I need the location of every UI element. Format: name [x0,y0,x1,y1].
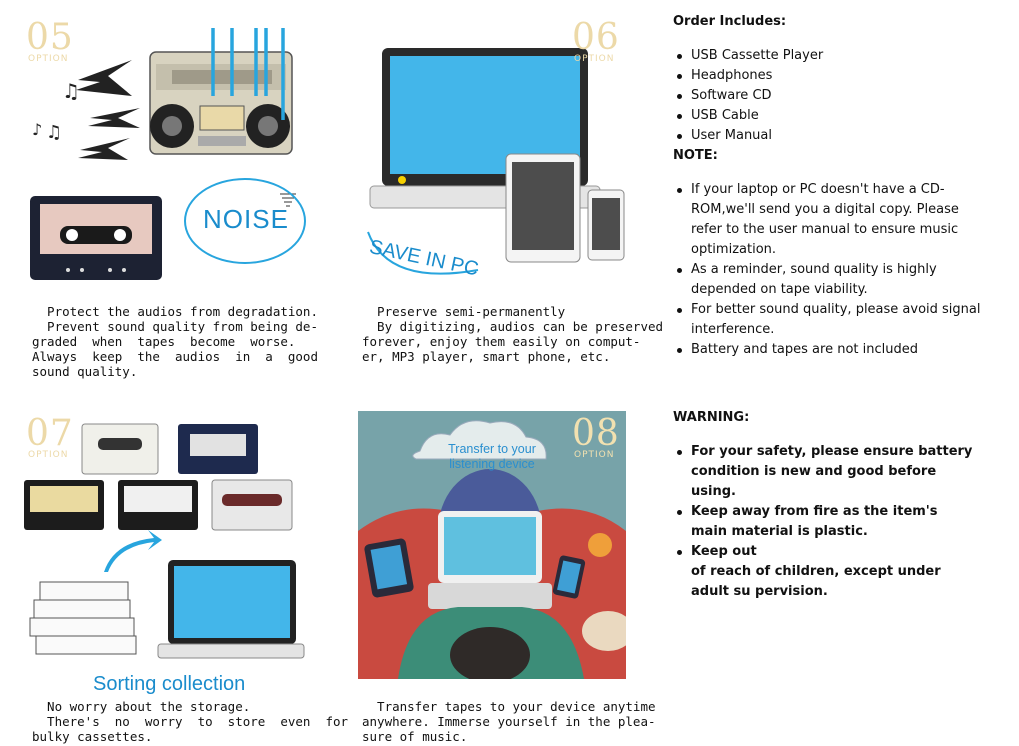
option-label: OPTION [28,450,69,460]
sound-wave-icon [76,60,140,160]
list-item: For better sound quality, please avoid s… [677,300,983,340]
list-item: Battery and tapes are not included [677,340,983,360]
list-item: Keep out of reach of children, except un… [677,542,973,602]
order-includes-list: USB Cassette Player Headphones Software … [673,46,993,146]
option-05-panel: 05 OPTION ♫ ♪ ♫ [0,0,330,390]
option-label: OPTION [28,54,69,64]
note-heading: NOTE: [673,148,718,163]
list-item: USB Cassette Player [677,46,993,66]
option-07-panel: 07 OPTION Sorting collection No worry ab… [0,400,348,746]
transfer-cloud-text: Transfer to your listening device [448,442,536,471]
option-08-panel: 08 OPTION Transfer to your listening dev… [340,400,660,746]
list-item: If your laptop or PC doesn't have a CD-R… [677,180,983,260]
option-number: 07 [26,413,74,454]
warning-heading: WARNING: [673,410,750,425]
noise-badge-text: NOISE [203,204,289,234]
warning-list: For your safety, please ensure battery c… [673,442,973,602]
list-item: User Manual [677,126,993,146]
transfer-device-illustration [358,411,626,679]
boombox-illustration: ♫ ♪ ♫ [30,28,296,280]
sorting-collection-title: Sorting collection [93,673,246,695]
option-08-caption: Transfer tapes to your device anytime an… [362,699,656,744]
list-item: As a reminder, sound quality is highly d… [677,260,983,300]
option-07-caption: No worry about the storage. There's no w… [32,699,349,744]
list-item: Headphones [677,66,993,86]
cassette-collection-illustration [24,423,305,659]
option-label: OPTION [574,54,615,64]
option-label: OPTION [574,450,615,460]
music-note-icon: ♫ ♪ ♫ [32,79,80,143]
list-item: Keep away from fire as the item's main m… [677,502,973,542]
list-item: Software CD [677,86,993,106]
svg-text:♪: ♪ [32,120,42,139]
list-item: For your safety, please ensure battery c… [677,442,973,502]
warning-section: WARNING: For your safety, please ensure … [673,408,993,602]
list-item: USB Cable [677,106,993,126]
note-list: If your laptop or PC doesn't have a CD-R… [673,180,983,360]
option-06-caption: Preserve semi-permanently By digitizing,… [362,304,664,364]
laptop-tablet-phone-illustration [367,48,625,275]
noise-bubble [184,178,306,264]
option-05-caption: Protect the audios from degradation. Pre… [32,304,318,379]
option-06-panel: 06 OPTION SAVE IN PC Preserve semi-perma… [340,0,664,390]
order-includes-section: Order Includes: USB Cassette Player Head… [673,12,993,360]
option-number: 06 [572,17,620,58]
option-number: 08 [572,413,620,454]
option-number: 05 [26,17,74,58]
svg-text:♫: ♫ [62,79,80,103]
order-includes-heading: Order Includes: [673,14,787,29]
svg-text:♫: ♫ [46,122,62,143]
